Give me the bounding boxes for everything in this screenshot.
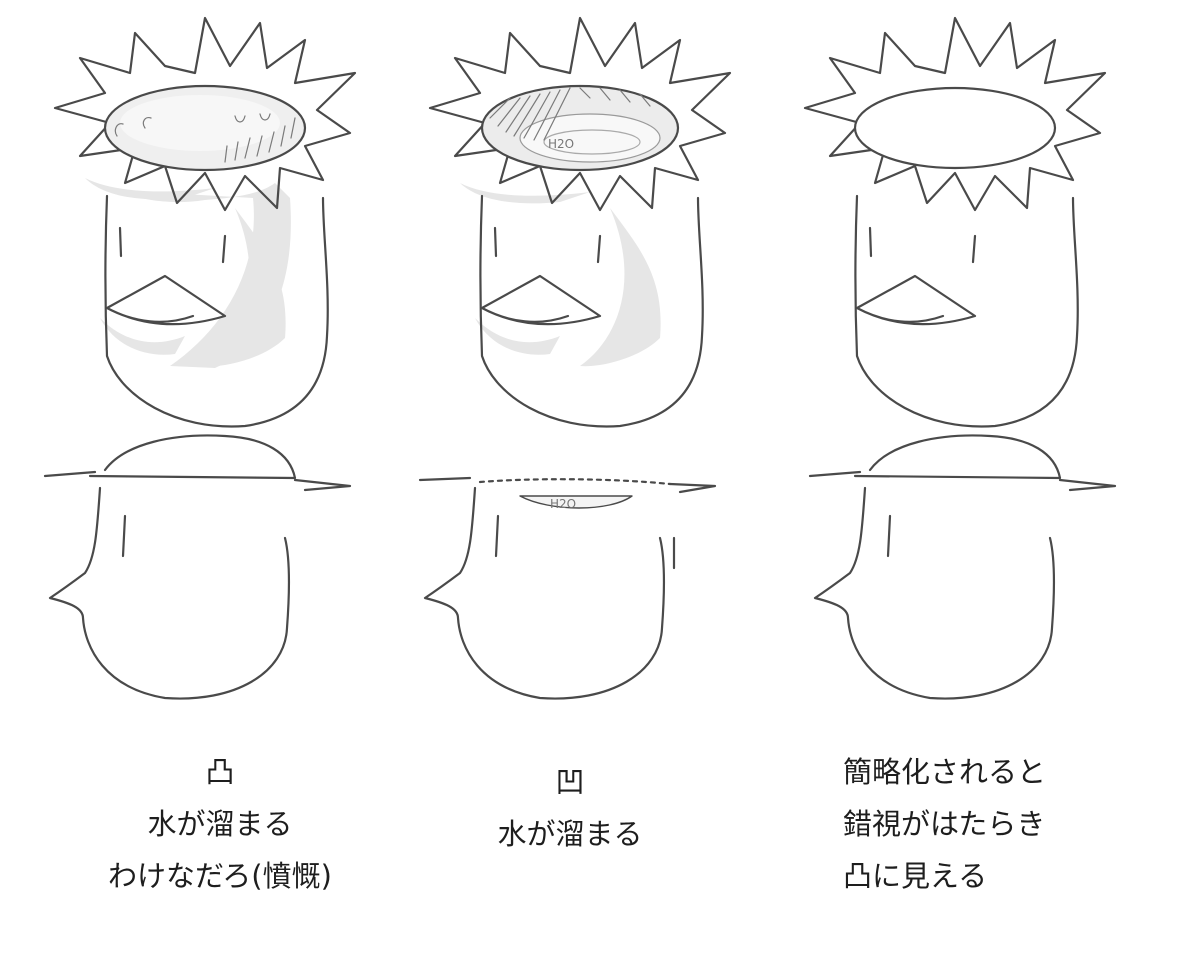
caption-left: 凸 水が溜まる わけなだろ(憤慨): [60, 746, 380, 902]
caption-left-line2: 水が溜まる: [147, 807, 293, 841]
caption-left-line3: わけなだろ(憤慨): [108, 859, 332, 893]
caption-middle-line1: 凹: [555, 765, 585, 799]
figure-bottom-middle-concave-side: H2O: [418, 476, 717, 700]
water-label-top: H2O: [548, 137, 574, 151]
caption-right-line3: 凸に見える: [843, 859, 988, 893]
caption-middle-line2: 水が溜まる: [497, 817, 643, 851]
caption-middle: 凹 水が溜まる: [440, 756, 700, 860]
figure-top-middle-concave: H2O: [428, 16, 732, 428]
figure-top-right-simplified: [803, 16, 1107, 428]
caption-right-line1: 簡略化されると: [843, 755, 1047, 789]
caption-left-line1: 凸: [205, 755, 235, 789]
figure-bottom-right-simplified-side: [808, 434, 1117, 700]
figure-top-left-convex: [53, 16, 357, 428]
caption-right: 簡略化されると 錯視がはたらき 凸に見える: [843, 746, 1143, 902]
figure-bottom-left-convex-side: [43, 434, 352, 700]
caption-right-line2: 錯視がはたらき: [843, 807, 1046, 841]
water-label-side: H2O: [550, 497, 576, 511]
